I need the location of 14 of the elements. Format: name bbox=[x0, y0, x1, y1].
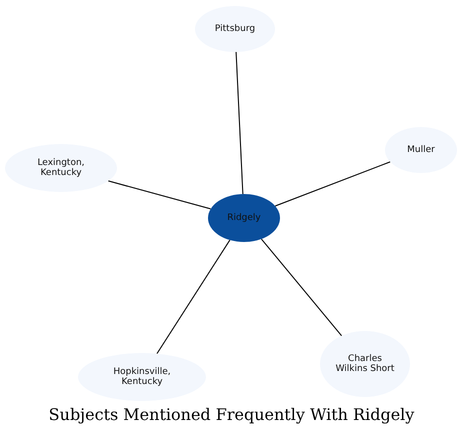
connector-line bbox=[274, 161, 391, 207]
node-label: Hopkinsville, Kentucky bbox=[112, 366, 172, 388]
node-label: Ridgely bbox=[227, 212, 261, 224]
connector-line bbox=[236, 52, 244, 194]
connector-line bbox=[108, 180, 212, 210]
connector-line bbox=[260, 238, 342, 336]
node-label: Pittsburg bbox=[214, 24, 256, 34]
node-label: Muller bbox=[407, 144, 435, 156]
node-label: Lexington, Kentucky bbox=[36, 158, 86, 178]
diagram-title: Subjects Mentioned Frequently With Ridgely bbox=[48, 405, 416, 424]
topic-ellipse bbox=[208, 194, 280, 242]
topic-ellipse bbox=[385, 127, 457, 173]
connector-line bbox=[156, 240, 230, 354]
node-label: Charles Wilkins Short bbox=[335, 354, 395, 374]
